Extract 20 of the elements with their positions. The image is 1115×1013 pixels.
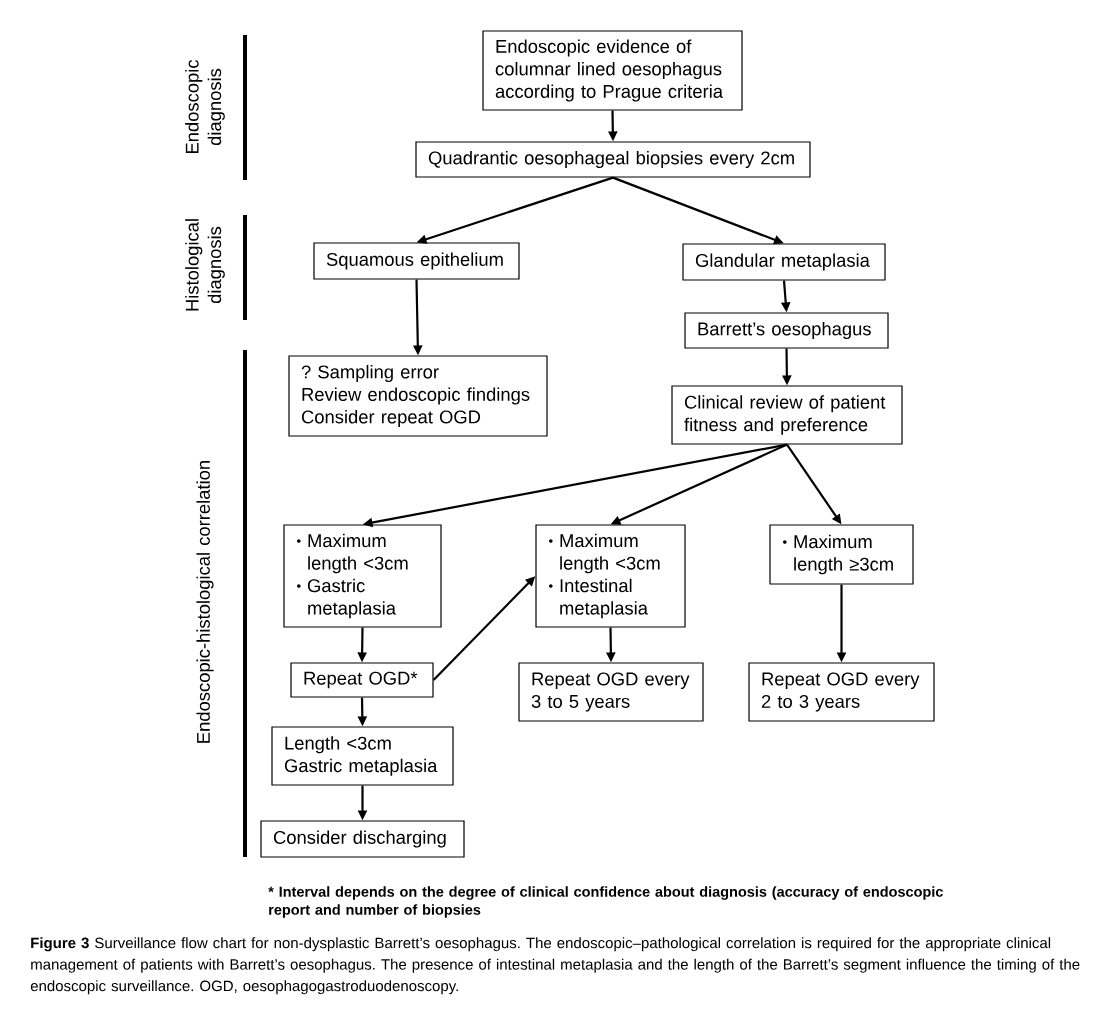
process-box: ? Sampling error Review endoscopic findings Consider repeat OGD bbox=[288, 355, 548, 437]
process-box: Squamous epithelium bbox=[313, 242, 520, 280]
process-box: Glandular metaplasia bbox=[682, 243, 886, 281]
footnote: * Interval depends on the degree of clinical confidence about diagnosis (accuracy of endoscopic report and number of biopsies bbox=[268, 886, 943, 918]
section-label: Histological diagnosis bbox=[185, 219, 225, 311]
process-box: Consider discharging bbox=[260, 820, 465, 858]
process-box: Repeat OGD every 2 to 3 years bbox=[748, 662, 935, 722]
process-box: Repeat OGD every 3 to 5 years bbox=[518, 662, 704, 722]
section-label: Endoscopic-histological correlation bbox=[196, 461, 214, 743]
figure-caption: Figure 3 Surveillance flow chart for non-dysplastic Barrett’s oesophagus. The endoscopic–pathological correlation is required for the appropriate clinical management of patients with Barrett’s oesophagus. The presence of intestinal metaplasia and the length of the Barrett’s segment influence the timing of the endoscopic surveillance. OGD, oesophagogastroduodenoscopy. bbox=[30, 937, 1080, 995]
process-box: Maximum length <3cm Gastric metaplasia bbox=[283, 524, 442, 628]
process-box: Maximum length <3cm Intestinal metaplasia bbox=[535, 524, 686, 628]
process-box: Repeat OGD* bbox=[290, 662, 434, 698]
section-label: Endoscopic diagnosis bbox=[185, 59, 225, 154]
process-box: Clinical review of patient fitness and preference bbox=[671, 385, 903, 445]
process-box: Quadrantic oesophageal biopsies every 2cm bbox=[415, 141, 811, 178]
process-box: Maximum length ≥3cm bbox=[769, 524, 914, 585]
process-box: Length <3cm Gastric metaplasia bbox=[271, 726, 454, 786]
process-box: Barrett’s oesophagus bbox=[684, 312, 889, 349]
process-box: Endoscopic evidence of columnar lined oesophagus according to Prague criteria bbox=[482, 30, 743, 111]
